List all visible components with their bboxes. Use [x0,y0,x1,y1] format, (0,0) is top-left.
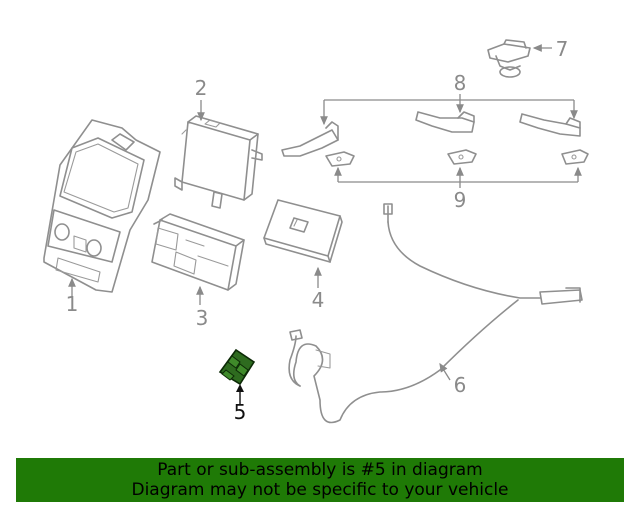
part-2-bracket[interactable] [174,115,263,209]
part-1-bezel[interactable] [43,119,161,293]
callout-5: 5 [234,400,247,424]
callout-6: 6 [454,373,467,397]
part-5-connector[interactable] [218,348,256,386]
callout-9: 9 [454,188,467,212]
callout-4: 4 [312,288,325,312]
callout-3: 3 [196,306,209,330]
info-banner: Part or sub-assembly is #5 in diagram Di… [16,458,624,502]
callout-1: 1 [66,292,79,316]
callout-8: 8 [454,71,467,95]
callout-2: 2 [195,76,208,100]
banner-line-2: Diagram may not be specific to your vehi… [131,480,509,500]
callout-7: 7 [556,37,569,61]
part-7-antenna[interactable] [487,39,531,78]
part-3-module[interactable] [151,213,245,291]
parts-diagram: 1 2 3 4 5 [43,37,589,424]
part-9-clips[interactable] [325,149,589,167]
part-4-control-module[interactable] [263,199,343,263]
banner-line-1: Part or sub-assembly is #5 in diagram [157,460,483,480]
part-8-brackets[interactable] [281,111,581,157]
